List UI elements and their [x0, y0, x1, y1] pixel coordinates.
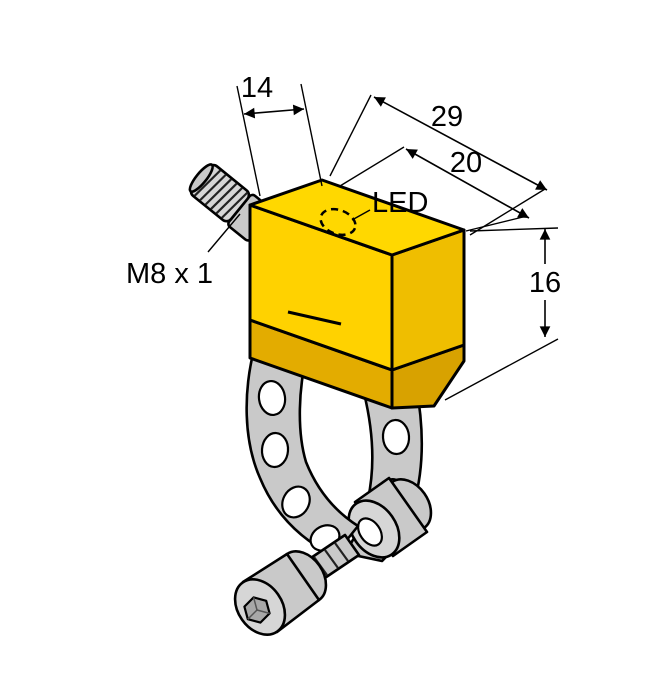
dimension-label-16: 16	[529, 267, 561, 299]
dimension-20: 20	[339, 146, 530, 232]
leader-line	[207, 213, 241, 253]
clamp-left-strap-hole	[260, 431, 290, 469]
connector-thread-ridge	[215, 187, 243, 215]
extension-line	[236, 85, 261, 197]
clamp-left-strap-hole	[257, 379, 287, 417]
dimension-16: 16	[444, 227, 561, 401]
extension-line	[465, 215, 528, 232]
screw-thread-ridge	[334, 542, 349, 562]
extension-line	[329, 94, 372, 177]
thread-callout: M8 x 1	[126, 213, 241, 290]
extension-line	[300, 83, 323, 187]
led-indicator-outline	[319, 207, 357, 237]
clamp-boss-hole	[357, 517, 383, 547]
clamp-screw	[233, 533, 361, 636]
extension-line	[444, 338, 559, 401]
annotations: 14 29 20 16 LED	[126, 72, 561, 401]
connector-thread-ridge	[221, 191, 249, 219]
sensor-body	[248, 178, 466, 410]
hex-socket-facet	[252, 597, 258, 611]
connector-thread-ridge	[199, 173, 227, 202]
extension-line	[469, 227, 559, 232]
dimension-label-20: 20	[450, 147, 482, 179]
hex-socket-facet	[256, 609, 270, 615]
dimension-label-14: 14	[241, 72, 273, 104]
body-front-marking	[287, 310, 342, 326]
connector-thread-ridge	[210, 182, 238, 210]
thread-spec-label: M8 x 1	[126, 258, 213, 290]
dimension-14: 14	[236, 72, 323, 197]
led-callout: LED	[351, 187, 428, 221]
leader-line	[351, 209, 371, 221]
connector-tip	[188, 163, 214, 193]
connector-thread-ridge	[193, 169, 222, 197]
connector-thread-ridge	[204, 178, 233, 206]
screw-thread-ridge	[324, 549, 339, 569]
extension-line	[469, 188, 546, 236]
dimension-line	[243, 104, 305, 119]
led-label: LED	[372, 187, 428, 219]
hex-socket-facet	[247, 609, 258, 620]
clamp-right-strap-hole	[381, 418, 411, 456]
mounting-clamp	[233, 340, 433, 636]
clamp-left-strap-hole	[281, 485, 311, 519]
extension-line	[339, 146, 405, 187]
clamp-boss	[347, 476, 433, 559]
dimension-label-29: 29	[431, 101, 463, 133]
dimension-line	[405, 148, 530, 219]
